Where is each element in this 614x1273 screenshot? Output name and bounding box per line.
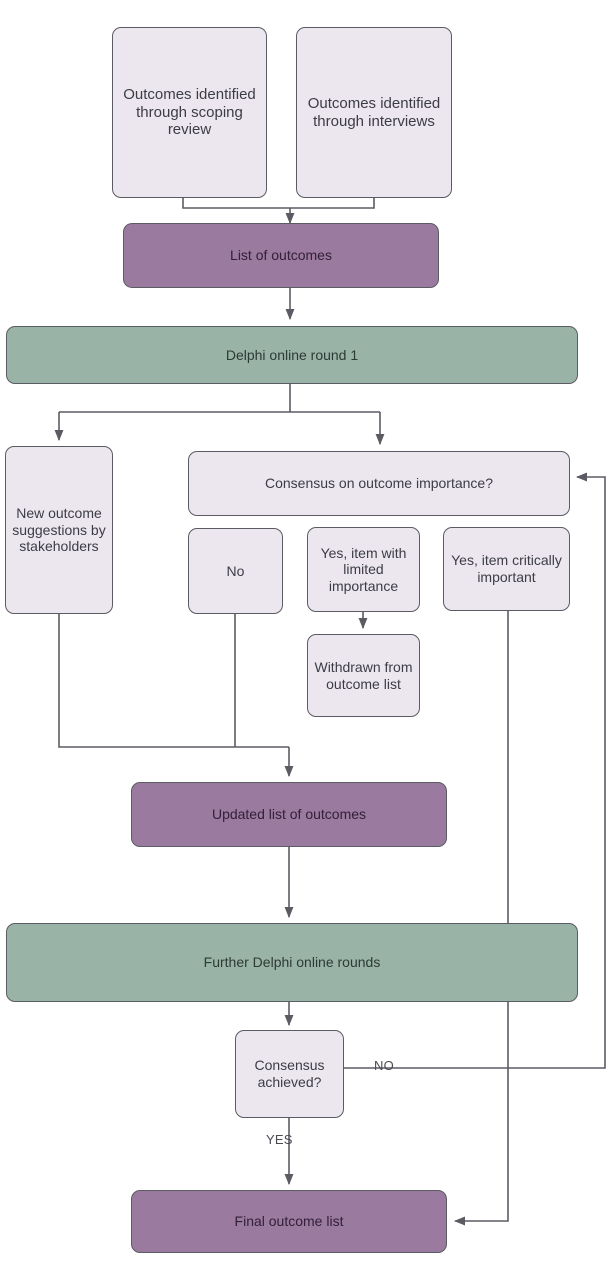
edge-suggestions-to-updated bbox=[58, 614, 289, 748]
edge-scoping-to-merge bbox=[182, 198, 290, 209]
node-new-suggestions[interactable]: New outcome suggestions by stakeholders bbox=[5, 446, 113, 614]
node-answer-no[interactable]: No bbox=[188, 528, 283, 614]
node-limited-importance[interactable]: Yes, item with limited importance bbox=[307, 527, 420, 612]
node-list-of-outcomes[interactable]: List of outcomes bbox=[123, 223, 439, 288]
node-interviews-label: Outcomes identified through interviews bbox=[307, 94, 441, 130]
node-final-list[interactable]: Final outcome list bbox=[131, 1190, 447, 1253]
node-critically-important-label: Yes, item critically important bbox=[451, 552, 562, 585]
node-withdrawn-label: Withdrawn from outcome list bbox=[314, 658, 413, 692]
edge-interviews-to-merge bbox=[290, 198, 375, 209]
node-consensus-achieved-label: Consensus achieved? bbox=[254, 1057, 325, 1090]
node-new-suggestions-label: New outcome suggestions by stakeholders bbox=[12, 505, 106, 555]
edge-label-no: NO bbox=[374, 1058, 394, 1073]
edge-critical-to-final bbox=[453, 611, 509, 1226]
node-delphi-round-1-label: Delphi online round 1 bbox=[225, 346, 359, 363]
node-consensus-achieved[interactable]: Consensus achieved? bbox=[235, 1030, 344, 1118]
node-limited-importance-label: Yes, item with limited importance bbox=[320, 544, 407, 594]
node-list-of-outcomes-label: List of outcomes bbox=[230, 247, 332, 264]
node-critically-important[interactable]: Yes, item critically important bbox=[443, 527, 570, 611]
edge-no-loop-to-consensus bbox=[344, 472, 606, 1069]
node-further-rounds[interactable]: Further Delphi online rounds bbox=[6, 923, 578, 1002]
node-answer-no-label: No bbox=[226, 562, 245, 579]
node-consensus-importance[interactable]: Consensus on outcome importance? bbox=[188, 451, 570, 516]
node-scoping-review[interactable]: Outcomes identified through scoping revi… bbox=[112, 27, 267, 198]
node-interviews[interactable]: Outcomes identified through interviews bbox=[296, 27, 452, 198]
node-consensus-importance-label: Consensus on outcome importance? bbox=[264, 475, 494, 492]
node-updated-list[interactable]: Updated list of outcomes bbox=[131, 782, 447, 847]
node-withdrawn[interactable]: Withdrawn from outcome list bbox=[307, 634, 420, 717]
node-final-list-label: Final outcome list bbox=[234, 1213, 344, 1230]
node-scoping-review-label: Outcomes identified through scoping revi… bbox=[123, 85, 256, 139]
node-further-rounds-label: Further Delphi online rounds bbox=[203, 954, 381, 971]
edge-label-yes: YES bbox=[266, 1132, 293, 1147]
node-updated-list-label: Updated list of outcomes bbox=[211, 806, 367, 823]
node-delphi-round-1[interactable]: Delphi online round 1 bbox=[6, 326, 578, 384]
